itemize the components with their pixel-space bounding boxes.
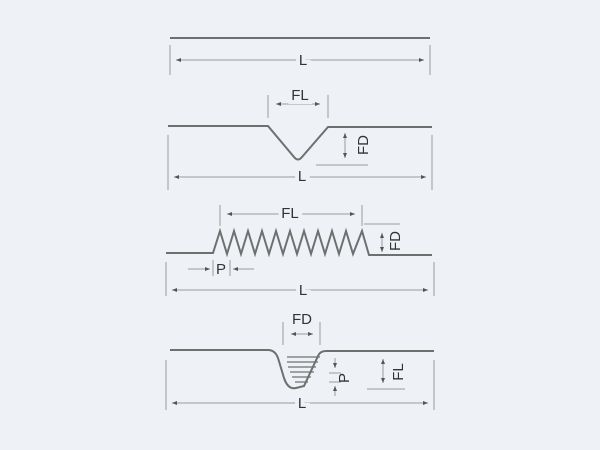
- tube-profile: [166, 227, 432, 258]
- flute-length-label: FL: [291, 87, 309, 104]
- panel-v-notch: FL FD L: [167, 83, 433, 190]
- pitch-label: P: [216, 261, 226, 278]
- tube-profile: [168, 125, 432, 161]
- groove-hatching: [287, 356, 320, 383]
- length-label: L: [298, 168, 306, 185]
- flute-length-label: FL: [281, 205, 299, 222]
- flute-depth-label: FD: [355, 135, 372, 155]
- pitch-label: P: [336, 373, 353, 383]
- tube-profile: [170, 349, 434, 390]
- length-label: L: [299, 52, 307, 69]
- panel-plain-tube: L: [169, 37, 431, 75]
- length-label: L: [298, 395, 306, 412]
- panel-stepped-groove: FD P FL L: [165, 311, 435, 416]
- panel-zigzag-flute: FL FD P L: [165, 201, 435, 303]
- flute-depth-label: FD: [387, 231, 404, 251]
- flute-length-label: FL: [390, 363, 407, 381]
- flute-depth-label: FD: [292, 311, 312, 328]
- length-label: L: [299, 282, 307, 299]
